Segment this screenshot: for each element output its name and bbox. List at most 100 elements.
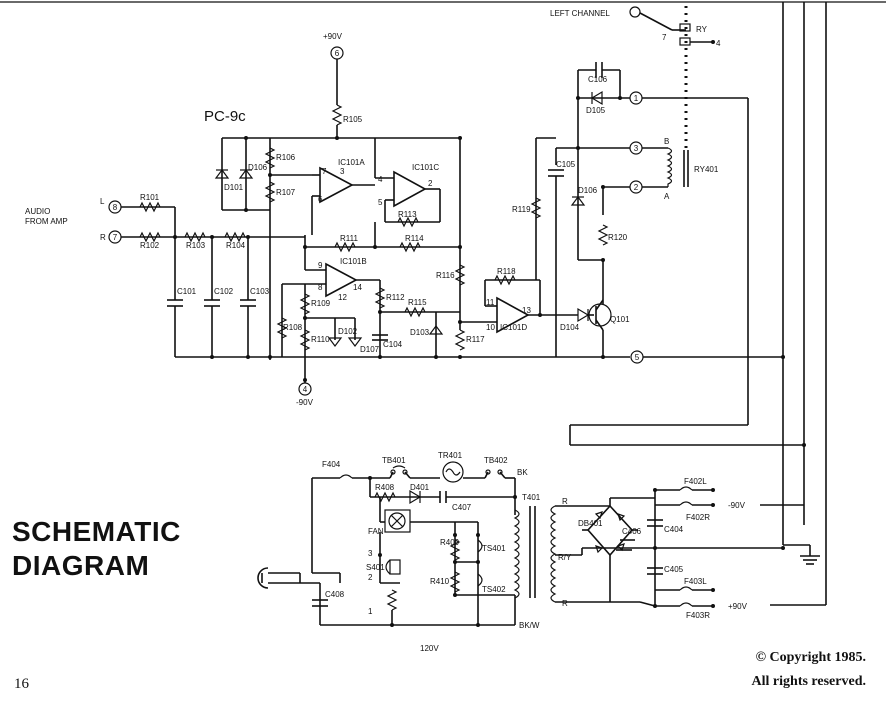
left-channel-label: LEFT CHANNEL <box>550 9 610 18</box>
svg-text:R116: R116 <box>436 271 455 280</box>
svg-text:2: 2 <box>368 573 373 582</box>
svg-text:R107: R107 <box>276 188 296 197</box>
svg-text:R: R <box>562 599 568 608</box>
svg-text:L: L <box>100 197 105 206</box>
svg-text:RY401: RY401 <box>694 165 719 174</box>
svg-text:D106: D106 <box>578 186 598 195</box>
svg-text:D106: D106 <box>248 163 268 172</box>
zener-cluster: D101 D106 R106 R107 <box>214 136 312 360</box>
svg-text:2: 2 <box>634 183 639 192</box>
ic101b: IC101B 9 8 14 12 R112 C104 R108 R109 R11… <box>276 257 436 407</box>
page-title: SCHEMATIC DIAGRAM <box>12 515 181 583</box>
svg-text:R105: R105 <box>343 115 363 124</box>
svg-text:R111: R111 <box>340 234 358 243</box>
svg-text:Q101: Q101 <box>610 315 630 324</box>
copyright-line-2: All rights reserved. <box>751 674 866 689</box>
svg-text:R/Y: R/Y <box>558 553 572 562</box>
svg-text:R104: R104 <box>226 241 246 250</box>
svg-text:5: 5 <box>635 353 640 362</box>
svg-text:C408: C408 <box>325 590 345 599</box>
svg-text:D401: D401 <box>410 483 430 492</box>
svg-text:C101: C101 <box>177 287 197 296</box>
svg-text:4: 4 <box>303 385 308 394</box>
ic101c: IC101C 4 5 2 R113 <box>374 138 441 228</box>
svg-text:120V: 120V <box>420 644 439 653</box>
svg-text:R103: R103 <box>186 241 206 250</box>
svg-text:R114: R114 <box>405 234 424 243</box>
svg-text:C104: C104 <box>383 340 403 349</box>
svg-text:D103: D103 <box>410 328 430 337</box>
svg-text:D107: D107 <box>360 345 380 354</box>
svg-text:7: 7 <box>113 233 118 242</box>
svg-text:TS401: TS401 <box>482 544 506 553</box>
plus90-label: +90V <box>323 32 343 41</box>
svg-text:D101: D101 <box>224 183 244 192</box>
svg-text:C102: C102 <box>214 287 234 296</box>
svg-text:R108: R108 <box>283 323 303 332</box>
page-number: 16 <box>14 676 29 692</box>
svg-text:3: 3 <box>368 549 373 558</box>
svg-text:C406: C406 <box>622 527 642 536</box>
input-caps: C101 C102 C103 <box>167 237 270 357</box>
svg-text:2: 2 <box>428 179 433 188</box>
svg-text:TB401: TB401 <box>382 456 406 465</box>
svg-text:8: 8 <box>113 203 118 212</box>
svg-text:R109: R109 <box>311 299 331 308</box>
svg-text:12: 12 <box>338 293 347 302</box>
svg-text:R119: R119 <box>512 205 531 214</box>
svg-text:C103: C103 <box>250 287 270 296</box>
svg-text:C105: C105 <box>556 160 576 169</box>
svg-text:-90V: -90V <box>296 398 314 407</box>
svg-text:8: 8 <box>318 283 323 292</box>
svg-text:F404: F404 <box>322 460 341 469</box>
ground-bus: 5 <box>175 350 785 364</box>
svg-text:+90V: +90V <box>728 602 748 611</box>
svg-text:10: 10 <box>486 323 495 332</box>
title-line-2: DIAGRAM <box>12 550 150 581</box>
svg-text:F402R: F402R <box>686 513 710 522</box>
svg-text:3: 3 <box>634 144 639 153</box>
relay-driver: D104 Q101 R120 D106 C105 D105 <box>536 62 749 425</box>
svg-text:D102: D102 <box>338 327 358 336</box>
rail-links <box>569 424 806 447</box>
svg-text:B: B <box>664 137 669 146</box>
svg-text:R102: R102 <box>140 241 160 250</box>
board-label: PC-9c <box>204 108 246 125</box>
svg-text:R: R <box>100 233 106 242</box>
svg-text:11: 11 <box>486 298 495 307</box>
svg-text:1: 1 <box>634 94 639 103</box>
svg-text:A: A <box>664 192 670 201</box>
right-rails <box>782 2 827 605</box>
svg-text:AUDIO: AUDIO <box>25 207 50 216</box>
svg-text:6: 6 <box>335 49 340 58</box>
feedback-rail: R111 R114 <box>303 136 462 330</box>
svg-text:D105: D105 <box>586 106 606 115</box>
svg-text:BK/W: BK/W <box>519 621 540 630</box>
svg-text:BK: BK <box>517 468 528 477</box>
svg-text:T401: T401 <box>522 493 541 502</box>
svg-text:IC101A: IC101A <box>338 158 365 167</box>
svg-text:TS402: TS402 <box>482 585 506 594</box>
svg-text:R408: R408 <box>375 483 395 492</box>
ic101a: IC101A 7 3 6 <box>311 158 375 235</box>
svg-text:R113: R113 <box>398 210 417 219</box>
svg-text:R101: R101 <box>140 193 160 202</box>
svg-text:C405: C405 <box>664 565 684 574</box>
svg-text:14: 14 <box>353 283 362 292</box>
svg-text:9: 9 <box>318 261 323 270</box>
svg-text:F403L: F403L <box>684 577 707 586</box>
relay-ry: LEFT CHANNEL 7 RY 4 <box>550 6 721 150</box>
svg-text:6: 6 <box>318 195 323 204</box>
title-line-1: SCHEMATIC <box>12 516 181 547</box>
svg-text:1: 1 <box>368 607 373 616</box>
svg-text:7: 7 <box>322 167 327 176</box>
svg-text:C106: C106 <box>588 75 608 84</box>
svg-text:R120: R120 <box>608 233 628 242</box>
svg-text:FAN: FAN <box>368 527 384 536</box>
copyright-line-1: © Copyright 1985. <box>755 650 866 665</box>
svg-text:R410: R410 <box>430 577 450 586</box>
svg-text:R409: R409 <box>440 538 460 547</box>
svg-text:R: R <box>562 497 568 506</box>
svg-text:IC101B: IC101B <box>340 257 367 266</box>
svg-text:TB402: TB402 <box>484 456 508 465</box>
